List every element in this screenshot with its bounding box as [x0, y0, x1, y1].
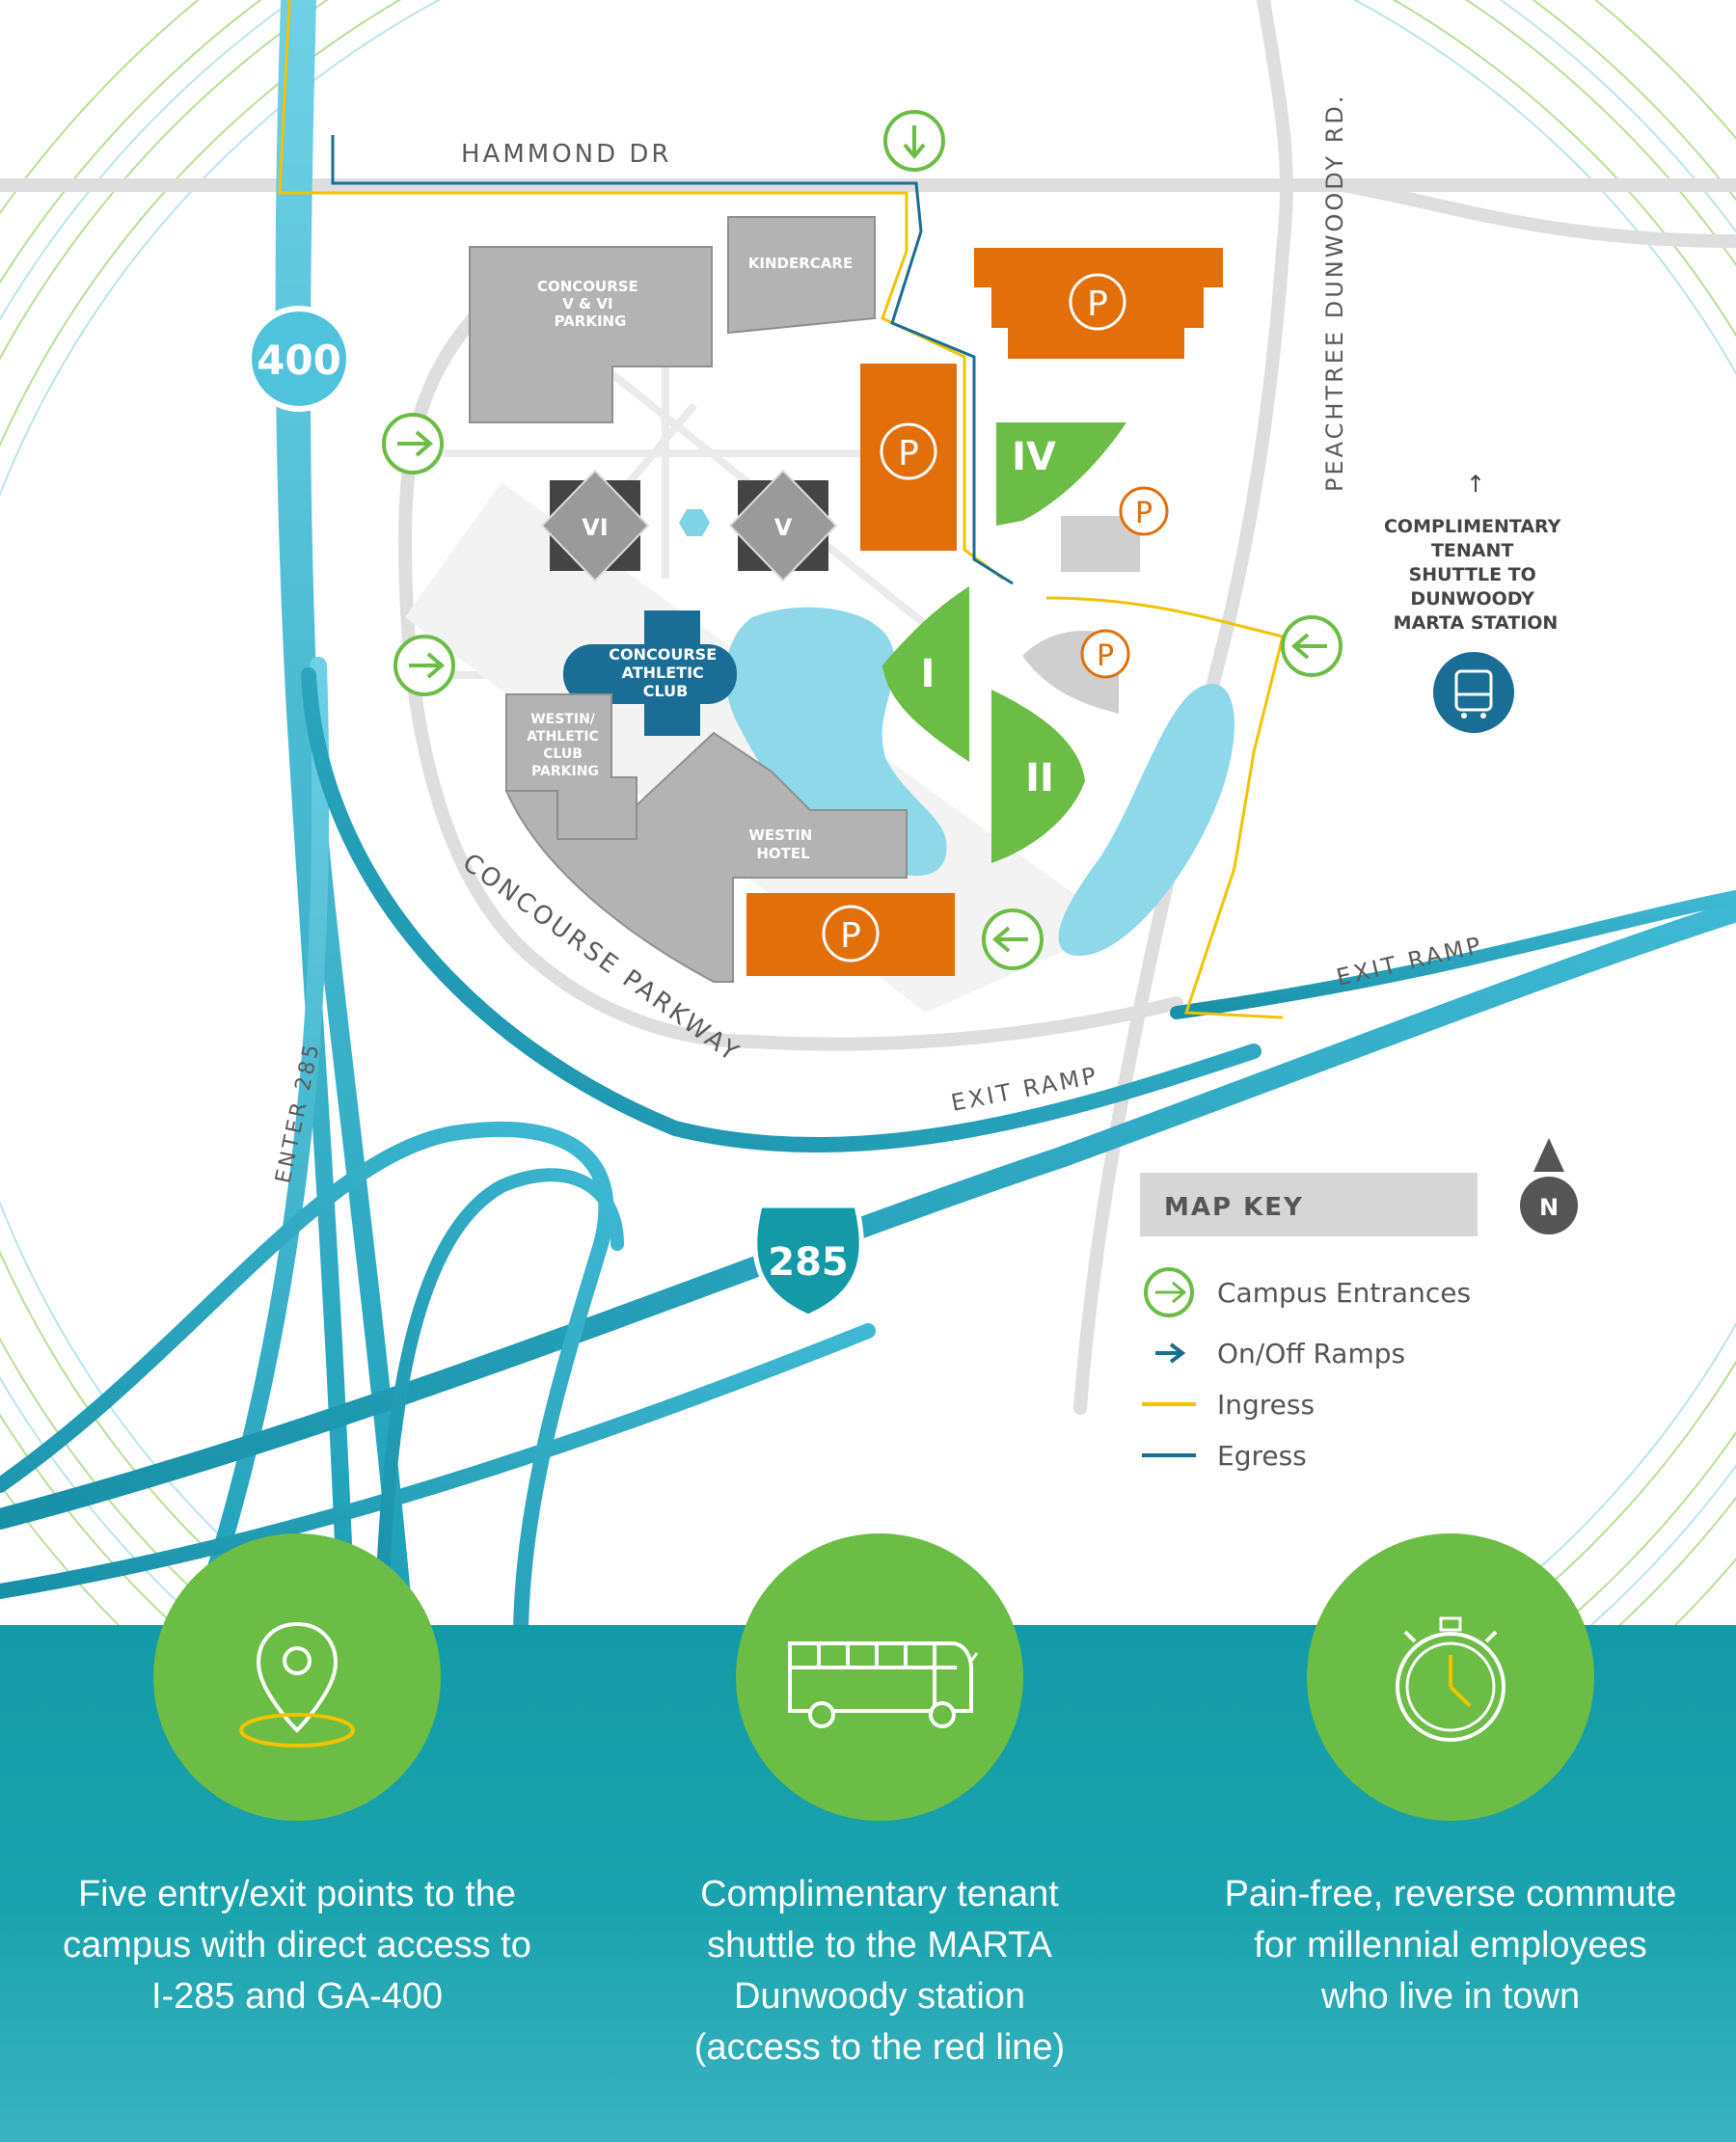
- location-pin-icon: [239, 1621, 355, 1748]
- bus-icon: [788, 1641, 979, 1728]
- svg-text:CONCOURSE V & VI P: CONCOURSE V & VI PARKING: [537, 278, 643, 330]
- feature-commute-circle: [1307, 1533, 1594, 1821]
- shuttle-bus-icon: [1433, 652, 1514, 733]
- svg-text:V: V: [774, 514, 793, 541]
- svg-text:II: II: [1025, 756, 1054, 800]
- athletic-club-building: CONCOURSE ATHLETIC CLUB: [563, 610, 737, 736]
- feature-commute-text: Pain-free, reverse commute for millennia…: [1224, 1874, 1677, 2017]
- svg-text:IV: IV: [1012, 435, 1056, 479]
- feature-access-text: Five entry/exit points to the campus wit…: [63, 1874, 531, 2017]
- parking-deck-north: P: [974, 248, 1223, 359]
- entrance-icon-east: [1281, 615, 1343, 677]
- svg-text:↑: ↑: [1466, 471, 1485, 498]
- svg-text:COMPLIMENTARY TENANT: COMPLIMENTARY TENANT SHUTTLE TO DUNWOODY…: [1384, 516, 1567, 634]
- exit-ramp-label-2: EXIT RAMP: [1334, 932, 1486, 991]
- tower-vi: VI: [540, 469, 650, 583]
- westin-hotel-building: WESTIN HOTEL: [504, 731, 908, 983]
- feature-access: Five entry/exit points to the campus wit…: [27, 1533, 567, 2022]
- tower-i: I: [882, 586, 969, 762]
- svg-text:KINDERCARE: KINDERCARE: [748, 255, 853, 272]
- svg-text:Ingress: Ingress: [1217, 1389, 1315, 1421]
- svg-text:WESTIN HOTEL: WESTIN HOTEL: [748, 827, 817, 862]
- svg-text:P: P: [1097, 639, 1114, 673]
- north-arrow: N: [1520, 1138, 1578, 1234]
- feature-shuttle-text: Complimentary tenant shuttle to the MART…: [693, 1874, 1066, 2068]
- peachtree-label: PEACHTREE DUNWOODY RD.: [1321, 94, 1348, 492]
- stopwatch-icon: [1396, 1616, 1505, 1742]
- key-entrance-icon: [1144, 1267, 1194, 1317]
- i285-shield: 285: [752, 1203, 864, 1319]
- kindercare-building: KINDERCARE: [727, 216, 876, 335]
- feature-access-circle: [153, 1533, 441, 1821]
- parking-marker-east-2: P: [1080, 629, 1130, 679]
- svg-text:400: 400: [257, 337, 341, 384]
- parking-deck-center: P: [860, 364, 957, 551]
- map-key: MAP KEY N Campus Entrances On/Off Ramps …: [1140, 1138, 1578, 1472]
- key-ramp-arrow-icon: [1155, 1342, 1186, 1364]
- fountain-hex: [679, 509, 710, 536]
- svg-text:Egress: Egress: [1217, 1440, 1307, 1472]
- svg-text:P: P: [840, 916, 861, 956]
- ga400-shield: 400: [246, 306, 352, 412]
- svg-text:P: P: [898, 434, 919, 474]
- entrance-icon-south: [982, 908, 1044, 970]
- parking-marker-east-1: P: [1119, 486, 1169, 536]
- small-parking-garages: [1022, 516, 1140, 714]
- entrance-icon-north: [883, 110, 945, 172]
- svg-text:Campus Entrances: Campus Entrances: [1217, 1277, 1471, 1309]
- feature-shuttle: Complimentary tenant shuttle to the MART…: [610, 1533, 1150, 2074]
- feature-commute: Pain-free, reverse commute for millennia…: [1180, 1533, 1721, 2022]
- highway-i285: [0, 667, 1736, 1647]
- pond: [1058, 684, 1234, 957]
- svg-text:CONCOURSE ATHLETIC: CONCOURSE ATHLETIC CLUB: [609, 645, 721, 700]
- hammond-dr-label: HAMMOND DR: [461, 140, 672, 169]
- svg-text:WESTIN/ ATHLETIC C: WESTIN/ ATHLETIC CLUB PARKING: [527, 712, 603, 779]
- tower-ii: II: [991, 690, 1085, 863]
- svg-text:On/Off Ramps: On/Off Ramps: [1217, 1338, 1405, 1369]
- svg-text:P: P: [1087, 285, 1108, 324]
- tower-v: V: [728, 469, 838, 583]
- svg-text:P: P: [1135, 497, 1153, 530]
- svg-text:285: 285: [768, 1240, 849, 1285]
- parking-deck-south: P: [746, 893, 955, 976]
- ingress-routes: [278, 0, 1285, 1019]
- entrance-icon-west-2: [393, 635, 455, 696]
- westin-parking-building: WESTIN/ ATHLETIC CLUB PARKING: [505, 693, 637, 840]
- tower-iv: IV: [996, 422, 1126, 526]
- entrance-icon-west-1: [382, 413, 444, 474]
- egress-routes: [331, 135, 1014, 585]
- feature-shuttle-circle: [736, 1533, 1023, 1821]
- svg-text:MAP KEY: MAP KEY: [1164, 1193, 1304, 1222]
- svg-text:VI: VI: [582, 514, 609, 541]
- svg-text:I: I: [921, 652, 936, 696]
- concourse-parking-building: CONCOURSE V & VI PARKING: [469, 246, 713, 423]
- shuttle-info: ↑ COMPLIMENTARY TENANT SHUTTLE TO DUNWOO…: [1384, 471, 1567, 733]
- svg-text:N: N: [1539, 1194, 1559, 1221]
